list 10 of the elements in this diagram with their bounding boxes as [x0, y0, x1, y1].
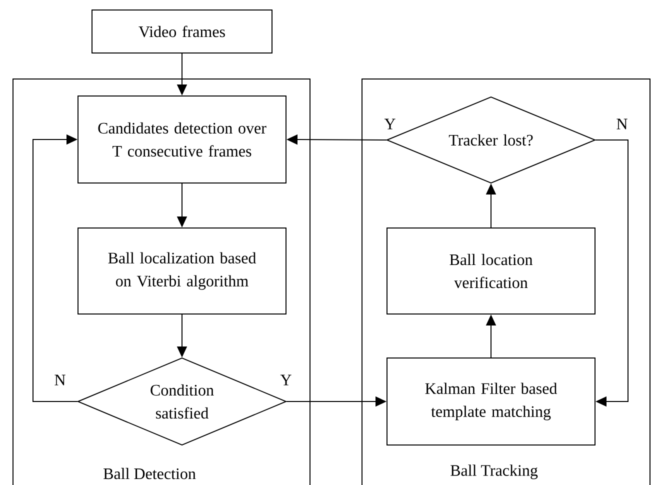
edge-label: N [615, 118, 629, 130]
process-box: Video frames [92, 10, 272, 54]
edge-label: N [53, 374, 67, 386]
arrow [32, 134, 78, 402]
process-box: Ball localization based on Viterbi algorithm [78, 228, 286, 314]
edge-label: Y [383, 118, 397, 130]
process-box: Candidates detection over T consecutive frames [78, 96, 286, 184]
process-box: Ball location verification [386, 228, 596, 314]
arrow [595, 140, 628, 407]
process-box: Kalman Filter based template matching [386, 358, 596, 446]
